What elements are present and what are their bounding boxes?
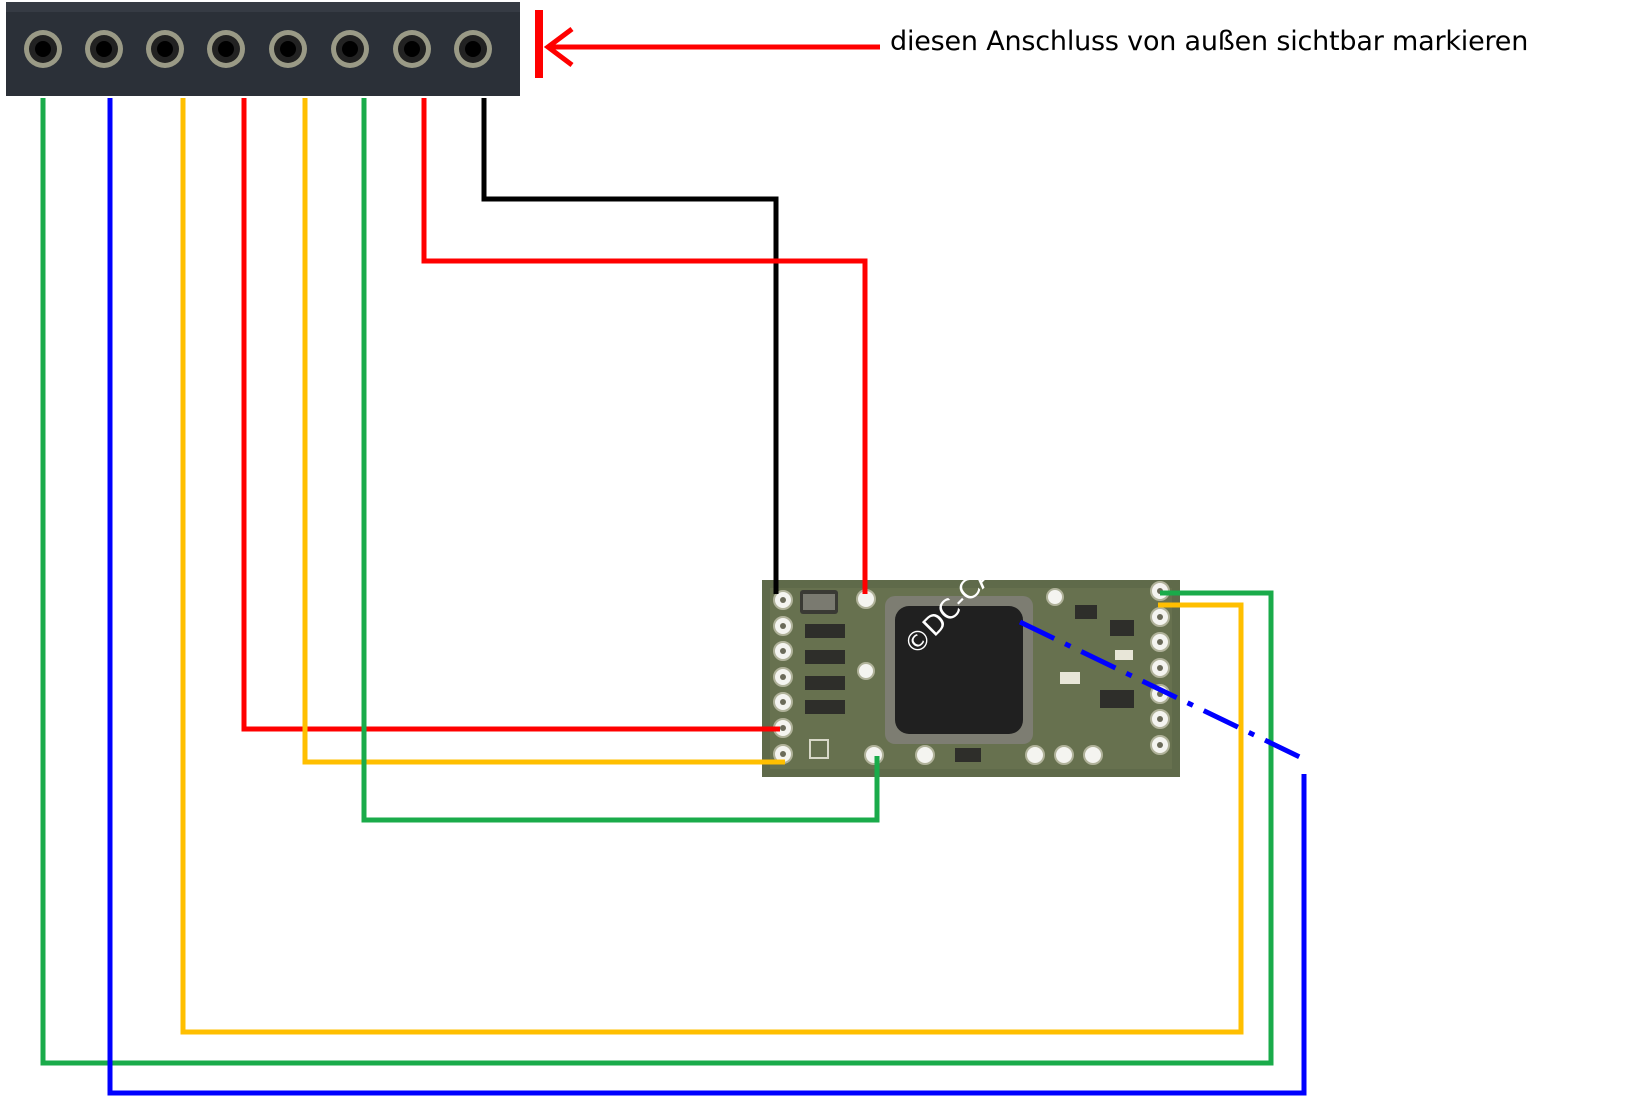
- connector-pin: [207, 30, 245, 68]
- connector-pins: [24, 30, 492, 68]
- connector-body: [6, 2, 520, 96]
- wire-yellow-inner: [302, 98, 785, 765]
- arrow-head-icon: [543, 27, 574, 67]
- wire-green-outer: [40, 98, 1274, 1066]
- marker-bar: [535, 10, 543, 78]
- wire-green-inner: [361, 98, 880, 823]
- wire-blue-dashed: [1018, 619, 1306, 762]
- decoder-board: [762, 580, 1180, 777]
- pin-marker-arrow: [535, 10, 880, 78]
- wire-black: [481, 98, 779, 594]
- wire-red-left: [241, 98, 780, 732]
- wire-blue: [107, 98, 1307, 1096]
- connector-strip: [6, 2, 520, 96]
- connector-pin: [331, 30, 369, 68]
- connector-pin: [454, 30, 492, 68]
- connector-pin: [24, 30, 62, 68]
- connector-pin: [85, 30, 123, 68]
- decoder-chip: [885, 596, 1033, 744]
- connector-pin: [146, 30, 184, 68]
- annotation-text: diesen Anschluss von außen sichtbar mark…: [890, 26, 1529, 57]
- connector-pin: [393, 30, 431, 68]
- decoder-components: [800, 590, 1134, 762]
- wire-yellow-outer: [180, 98, 1244, 1035]
- decoder-pads-misc: [856, 588, 1103, 765]
- wire-red-right: [421, 98, 868, 594]
- connector-pin: [269, 30, 307, 68]
- wires: [40, 98, 1307, 1096]
